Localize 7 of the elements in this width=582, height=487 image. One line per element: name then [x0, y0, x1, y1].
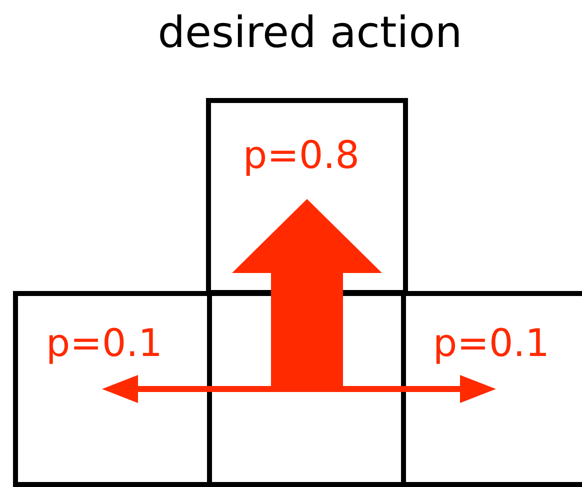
arrow	[102, 375, 307, 403]
probability-label: p=0.1	[433, 321, 550, 365]
probability-label: p=0.1	[46, 321, 162, 365]
arrow	[307, 375, 496, 403]
probability-label: p=0.8	[243, 133, 360, 177]
arrow	[232, 199, 382, 389]
title: desired action	[156, 8, 464, 58]
